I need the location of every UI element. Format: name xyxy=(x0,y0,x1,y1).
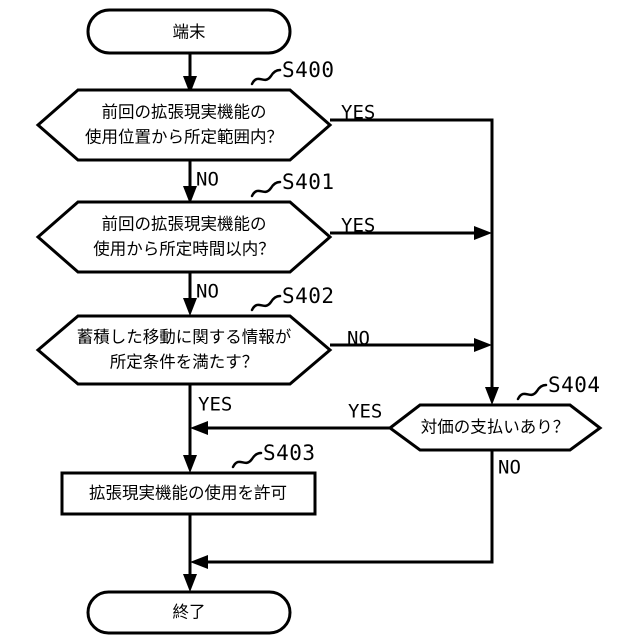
branch-label-s402-no: NO xyxy=(347,328,370,350)
edge-s400-yes-rail xyxy=(330,118,499,405)
step-label-s403-group: S403 xyxy=(231,441,316,469)
node-s400: 前回の拡張現実機能の 使用位置から所定範囲内？ xyxy=(35,88,333,162)
edge-s401-no-to-s402 xyxy=(183,272,197,316)
node-s400-line1: 前回の拡張現実機能の xyxy=(102,102,267,121)
step-label-s404-group: S404 xyxy=(516,373,601,401)
step-label-s402: S402 xyxy=(282,284,335,308)
edge-s402-yes-to-s403 xyxy=(183,384,197,473)
node-s401-line1: 前回の拡張現実機能の xyxy=(102,214,267,233)
step-label-s401-group: S401 xyxy=(250,170,335,198)
node-s404: 対価の支払いあり？ xyxy=(387,403,603,452)
node-s402-line2: 所定条件を満たす？ xyxy=(110,352,259,371)
node-end: 終了 xyxy=(86,590,292,635)
node-s404-line1: 対価の支払いあり？ xyxy=(421,417,570,436)
edge-s404-no-to-end xyxy=(190,450,494,569)
edge-start-to-s400 xyxy=(183,53,197,94)
node-start-label: 端末 xyxy=(173,22,206,41)
node-s403: 拡張現実機能の使用を許可 xyxy=(60,471,317,516)
branch-label-s400-no: NO xyxy=(196,169,219,191)
node-s402: 蓄積した移動に関する情報が 所定条件を満たす？ xyxy=(35,314,333,386)
step-label-s404: S404 xyxy=(548,373,601,397)
edge-s401-yes-to-rail xyxy=(330,226,492,240)
branch-label-s401-no: NO xyxy=(196,281,219,303)
node-start: 端末 xyxy=(86,8,292,55)
node-s403-label: 拡張現実機能の使用を許可 xyxy=(89,483,287,502)
step-label-s400: S400 xyxy=(282,58,335,82)
branch-label-s404-no: NO xyxy=(498,457,521,479)
branch-label-s402-yes: YES xyxy=(198,394,232,416)
node-end-label: 終了 xyxy=(173,602,206,621)
step-label-s401: S401 xyxy=(282,170,335,194)
edge-s404-yes-to-main xyxy=(190,421,390,435)
branch-label-s404-yes: YES xyxy=(348,401,382,423)
node-s400-line2: 使用位置から所定範囲内？ xyxy=(85,127,283,146)
edge-s400-no-to-s401 xyxy=(183,160,197,204)
step-label-s400-group: S400 xyxy=(250,58,335,86)
edge-s402-no-to-rail xyxy=(330,338,492,352)
node-s401: 前回の拡張現実機能の 使用から所定時間以内？ xyxy=(35,200,333,274)
step-label-s402-group: S402 xyxy=(250,284,335,312)
edge-s403-to-end xyxy=(183,514,197,592)
branch-label-s401-yes: YES xyxy=(341,215,375,237)
step-label-s403: S403 xyxy=(263,441,316,465)
node-s401-line2: 使用から所定時間以内？ xyxy=(93,239,275,258)
node-s402-line1: 蓄積した移動に関する情報が xyxy=(77,327,292,346)
branch-label-s400-yes: YES xyxy=(341,102,375,124)
